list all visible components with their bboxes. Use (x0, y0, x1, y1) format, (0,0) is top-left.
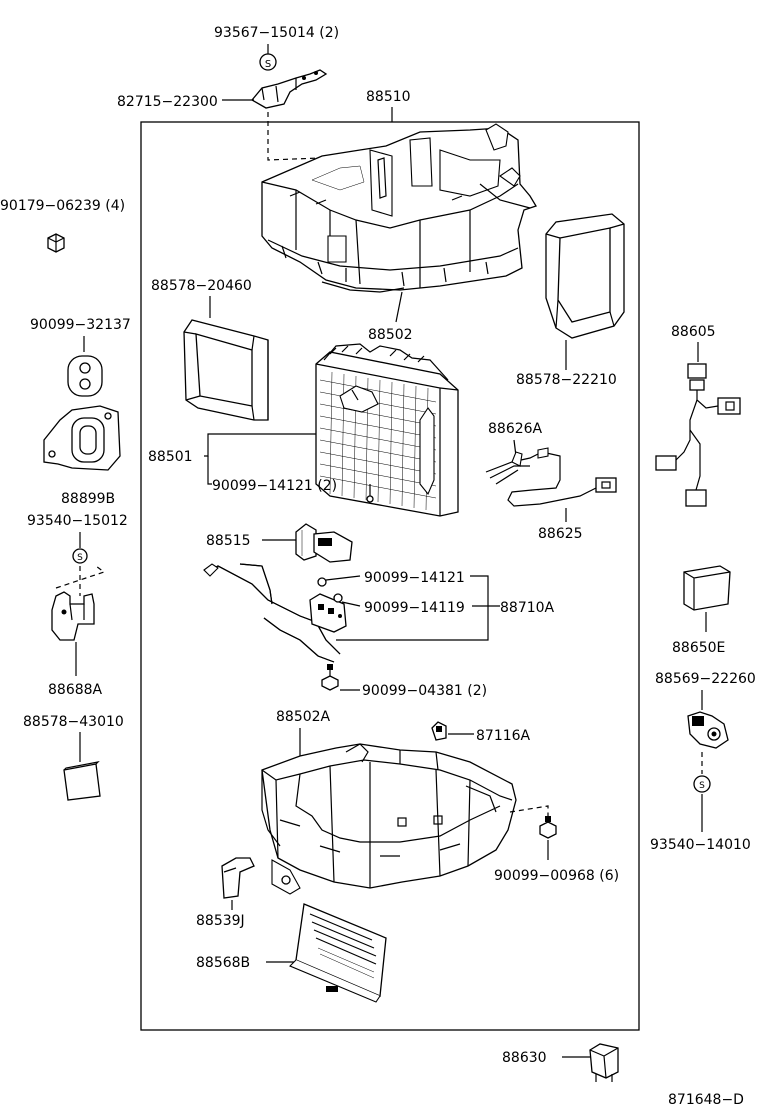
part-screw-93567: S (259, 44, 277, 71)
part-oring-90099-14121 (317, 577, 327, 587)
label-88568b: 88568B (196, 955, 250, 971)
part-sensor-88569 (687, 711, 729, 749)
label-88515: 88515 (206, 533, 251, 549)
part-valve-88515 (295, 523, 353, 563)
label-93567-15014: 93567−15014 (2) (214, 25, 339, 41)
part-screw-93540-14010: S (693, 775, 711, 793)
label-88578-22210: 88578−22210 (516, 372, 617, 388)
label-90179-06239: 90179−06239 (4) (0, 198, 125, 214)
part-hose-88539j (221, 857, 255, 899)
label-88502a: 88502A (276, 709, 331, 725)
part-seal-88578-22210 (545, 213, 625, 339)
label-88539j: 88539J (196, 913, 245, 929)
part-label-88568b (289, 903, 387, 1003)
label-88650e: 88650E (672, 640, 725, 656)
part-seal-88578-20460 (183, 319, 269, 421)
label-88899b: 88899B (61, 491, 115, 507)
part-upper-case-88510 (261, 123, 537, 293)
screw-symbol: S (265, 59, 271, 70)
leader-dashed-88688a (55, 565, 106, 589)
part-bracket-82715 (251, 69, 328, 109)
part-tube-assembly (203, 563, 347, 663)
label-87116a: 87116A (476, 728, 531, 744)
part-amplifier-88650e (683, 565, 731, 611)
part-screw-90099-00968 (539, 816, 557, 839)
screw-symbol-2: S (77, 553, 83, 563)
part-grommet-90099-32137 (67, 355, 103, 397)
part-plate-88899b (43, 405, 121, 471)
leader-dashed-00968 (509, 805, 549, 818)
diagram-id: 871648−D (668, 1092, 744, 1108)
assembly-frame (140, 121, 640, 1031)
label-88510: 88510 (366, 89, 411, 105)
part-bracket-88688a (51, 591, 95, 641)
part-pad-88578-43010 (63, 761, 101, 801)
label-90099-14121: 90099−14121 (364, 570, 465, 586)
label-93540-15012: 93540−15012 (27, 513, 128, 529)
label-90099-04381: 90099−04381 (2) (362, 683, 487, 699)
part-clip-87116a (431, 721, 447, 741)
label-88578-20460: 88578−20460 (151, 278, 252, 294)
label-88569-22260: 88569−22260 (655, 671, 756, 687)
label-88605: 88605 (671, 324, 716, 340)
part-harness-88605 (655, 363, 741, 507)
part-lower-case-88502a (261, 743, 517, 895)
part-relay-88630 (589, 1043, 619, 1082)
label-88578-43010: 88578−43010 (23, 714, 124, 730)
part-screw-93540-15012: S (72, 548, 88, 564)
part-nut-90179 (47, 233, 65, 253)
part-evaporator-88501 (315, 343, 459, 517)
leader-dashed-bracket (267, 112, 321, 161)
screw-symbol-3: S (699, 781, 705, 791)
part-bolt-90099-04381 (321, 664, 339, 691)
label-90099-14119: 90099−14119 (364, 600, 465, 616)
label-90099-32137: 90099−32137 (30, 317, 131, 333)
label-88501: 88501 (148, 449, 193, 465)
label-88625: 88625 (538, 526, 583, 542)
label-82715-22300: 82715−22300 (117, 94, 218, 110)
label-90099-14121-2: 90099−14121 (2) (212, 478, 337, 494)
label-90099-00968: 90099−00968 (6) (494, 868, 619, 884)
part-wire-88626a (485, 451, 543, 485)
label-88630: 88630 (502, 1050, 547, 1066)
part-sensor-88625 (507, 447, 617, 507)
label-93540-14010: 93540−14010 (650, 837, 751, 853)
label-88626a: 88626A (488, 421, 543, 437)
label-88502: 88502 (368, 327, 413, 343)
label-88710a: 88710A (500, 600, 555, 616)
label-88688a: 88688A (48, 682, 103, 698)
part-oring-90099-14119 (333, 593, 343, 603)
